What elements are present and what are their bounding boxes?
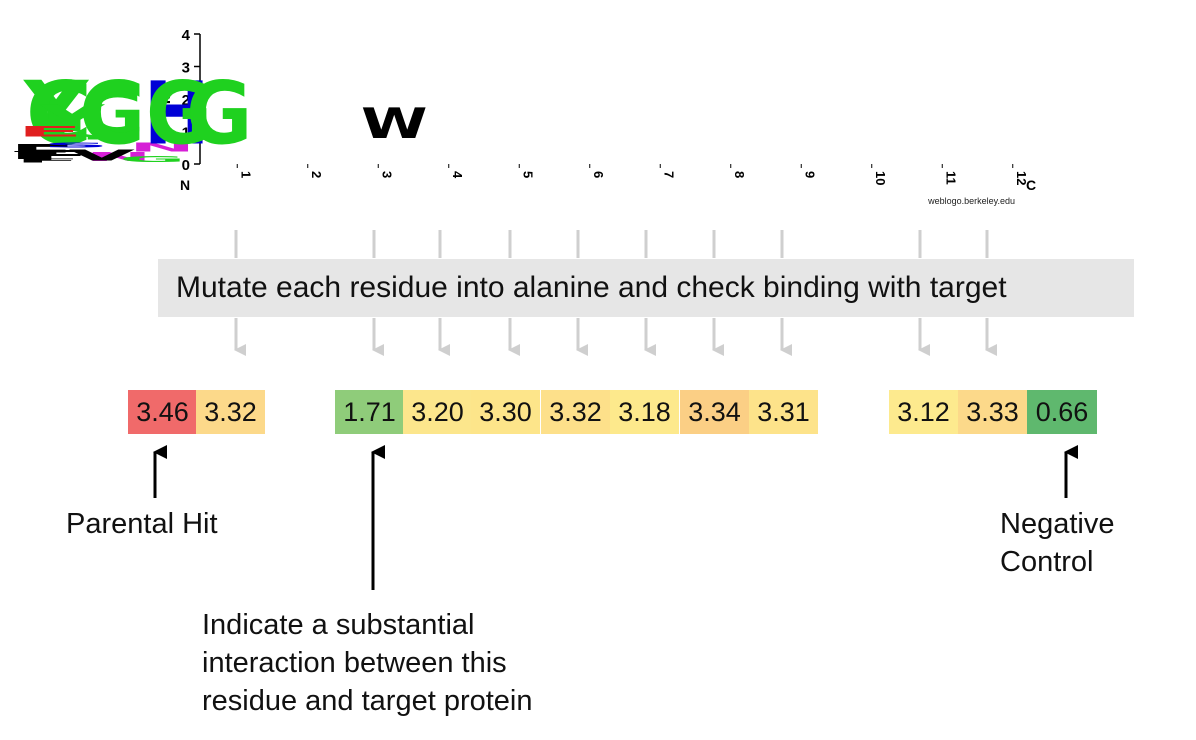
logo-position-label: 8: [732, 171, 747, 178]
logo-letter: H: [143, 63, 209, 164]
score-cell: 3.32: [196, 390, 265, 434]
logo-letter: C: [79, 63, 145, 163]
logo-n-terminus: N: [180, 177, 190, 193]
score-cell: 3.18: [610, 390, 679, 434]
logo-letter: F: [15, 158, 81, 164]
score-cell: 3.20: [403, 390, 472, 434]
logo-y-tick-label: 2: [182, 92, 190, 109]
score-cell: 3.31: [749, 390, 818, 434]
logo-y-axis-label: bits: [157, 87, 174, 114]
score-cell: 1.71: [335, 390, 404, 434]
logo-position-label: 10: [873, 171, 888, 185]
interaction-note: Indicate a substantial interaction betwe…: [202, 606, 533, 720]
logo-position-label: 4: [450, 171, 465, 179]
logo-y-tick-label: 1: [182, 125, 190, 142]
score-cell: 3.12: [889, 390, 958, 434]
logo-letter: G: [79, 78, 146, 150]
negative-control-line-1: Negative: [1000, 508, 1115, 540]
parental-hit-label: Parental Hit: [66, 508, 218, 540]
logo-y-tick-label: 3: [182, 60, 190, 77]
logo-letter: S: [43, 141, 109, 149]
logo-y-tick-label: 0: [182, 157, 190, 174]
interaction-note-line-2: interaction between this: [202, 647, 507, 679]
logo-letter: F: [9, 140, 75, 164]
logo-position-label: 3: [379, 171, 394, 178]
logo-letter: Y: [39, 97, 106, 139]
logo-letter: T: [14, 150, 80, 158]
logo-axis: 0 1 2 3 4 bits: [157, 27, 201, 174]
logo-letter: V: [68, 146, 135, 164]
interaction-note-line-1: Indicate a substantial: [202, 609, 475, 641]
logo-letter: Y: [63, 132, 131, 141]
logo-letter: Y: [23, 66, 90, 153]
score-cell: 3.33: [958, 390, 1027, 434]
logo-stacks: IYCFYNGVIFTSYGNEHGCFWG: [9, 63, 427, 165]
score-cell: 3.32: [541, 390, 610, 434]
logo-letter: N: [85, 150, 151, 165]
logo-letter: E: [17, 124, 84, 140]
logo-position-label: 11: [943, 171, 958, 185]
logo-position-label: 12: [1014, 171, 1029, 185]
negative-control-line-2: Control: [1000, 546, 1094, 578]
logo-position-label: 9: [802, 171, 817, 178]
logo-position-label: 1: [238, 171, 253, 178]
banner-text: Mutate each residue into alanine and che…: [176, 271, 1007, 304]
logo-letter: F: [24, 148, 91, 164]
score-cell: 3.34: [680, 390, 749, 434]
logo-y-tick-label: 4: [182, 27, 191, 44]
negative-control-label: Negative Control: [1000, 505, 1114, 581]
logo-position-label: 5: [520, 171, 535, 178]
logo-watermark: weblogo.berkeley.edu: [927, 196, 1015, 206]
logo-letter: G: [186, 63, 252, 164]
logo-letter: G: [119, 154, 185, 164]
mutation-banner: Mutate each residue into alanine and che…: [158, 259, 1134, 317]
logo-letter: C: [26, 63, 92, 163]
score-cell: 0.66: [1027, 390, 1097, 434]
logo-position-label: 2: [309, 171, 324, 178]
score-cell: 3.30: [471, 390, 540, 434]
logo-c-terminus: C: [1026, 177, 1036, 193]
logo-letter: N: [129, 140, 195, 155]
interaction-note-line-3: residue and target protein: [202, 685, 533, 717]
score-cell: 3.46: [128, 390, 197, 434]
logo-letter: G: [146, 63, 212, 164]
logo-position-label: 7: [661, 171, 676, 178]
logo-position-label: 6: [591, 171, 606, 178]
logo-letter: W: [361, 100, 427, 148]
